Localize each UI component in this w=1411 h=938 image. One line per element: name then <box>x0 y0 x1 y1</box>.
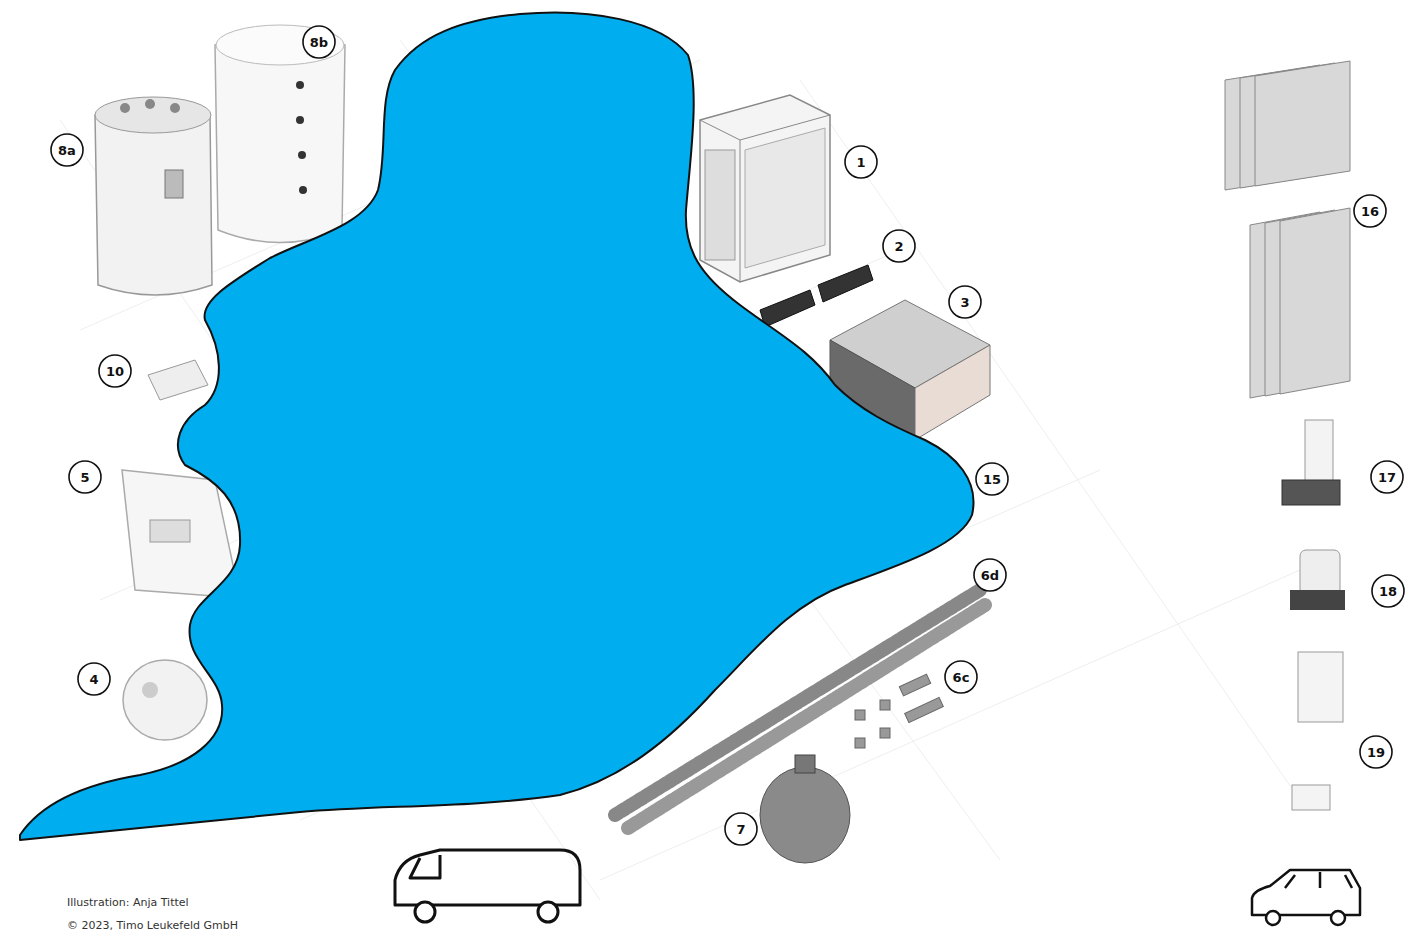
callout-ring <box>51 134 83 166</box>
callout-circle: 5 <box>68 460 102 494</box>
callout-number: 18 <box>1371 574 1405 608</box>
callout-number: 7 <box>724 812 758 846</box>
callout-ring <box>69 461 101 493</box>
gas-bottle <box>760 755 850 863</box>
room-thermostat <box>1282 420 1340 505</box>
callout-ring <box>974 559 1006 591</box>
callout-circle: 1 <box>844 145 878 179</box>
car-icon <box>1252 870 1360 925</box>
callout-number: 19 <box>1359 735 1393 769</box>
callout-circle: 2 <box>882 229 916 263</box>
callout-ring <box>1354 195 1386 227</box>
hot-water-tank <box>95 97 212 295</box>
callout-ring <box>1360 736 1392 768</box>
callout-number: 3 <box>948 285 982 319</box>
callout-number: 2 <box>882 229 916 263</box>
callout-number: 17 <box>1370 460 1404 494</box>
callout-ring <box>99 355 131 387</box>
callout-circle: 15 <box>975 462 1009 496</box>
callout-ring <box>949 286 981 318</box>
blue-cover-shape <box>20 13 974 840</box>
callout-ring <box>883 230 915 262</box>
callout-number: 16 <box>1353 194 1387 228</box>
callout-number: 1 <box>844 145 878 179</box>
callout-number: 10 <box>98 354 132 388</box>
credit-text: Illustration: Anja Tittel <box>67 896 189 909</box>
van-icon <box>395 850 580 922</box>
callout-circle: 6d <box>973 558 1007 592</box>
callout-circle: 17 <box>1370 460 1404 494</box>
meter-devices <box>1292 652 1343 810</box>
callout-number: 8b <box>302 25 336 59</box>
callout-number: 15 <box>975 462 1009 496</box>
infrared-panels <box>1225 61 1350 398</box>
callout-ring <box>303 26 335 58</box>
callout-circle: 8a <box>50 133 84 167</box>
callout-circle: 10 <box>98 354 132 388</box>
callout-circle: 6c <box>944 660 978 694</box>
callout-circle: 18 <box>1371 574 1405 608</box>
pipe-fittings <box>855 674 943 748</box>
buffer-tank <box>215 25 345 243</box>
callout-ring <box>976 463 1008 495</box>
callout-circle: 7 <box>724 812 758 846</box>
callout-ring <box>845 146 877 178</box>
vibration-damper <box>760 265 873 327</box>
callout-number: 6d <box>973 558 1007 592</box>
callout-circle: 8b <box>302 25 336 59</box>
callout-number: 4 <box>77 662 111 696</box>
callout-ring <box>1371 461 1403 493</box>
callout-circle: 19 <box>1359 735 1393 769</box>
credit-text: © 2023, Timo Leukefeld GmbH <box>67 919 238 932</box>
heat-pump-outdoor-unit <box>700 95 830 282</box>
callout-ring <box>945 661 977 693</box>
callout-ring <box>78 663 110 695</box>
callout-circle: 3 <box>948 285 982 319</box>
callout-ring <box>1372 575 1404 607</box>
callout-circle: 4 <box>77 662 111 696</box>
callout-number: 6c <box>944 660 978 694</box>
callout-number: 5 <box>68 460 102 494</box>
callout-number: 8a <box>50 133 84 167</box>
gateway <box>1290 550 1345 610</box>
mounting-bracket <box>148 360 208 400</box>
callout-ring <box>725 813 757 845</box>
socket-adapter <box>123 660 207 740</box>
callout-circle: 16 <box>1353 194 1387 228</box>
